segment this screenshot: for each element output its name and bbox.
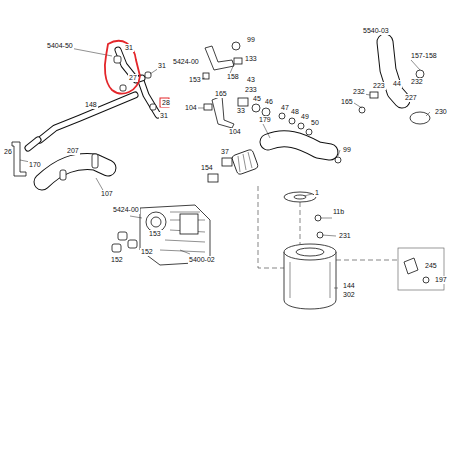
callout-number: 44	[392, 80, 402, 88]
gasket	[284, 192, 316, 202]
callout-number: 170	[28, 161, 42, 169]
part-number: 157-158	[410, 52, 438, 60]
callout-number: 148	[84, 101, 98, 109]
callout-number: 231	[338, 232, 352, 240]
callout-number: 179	[258, 116, 272, 124]
callout-number: 227	[404, 94, 418, 102]
callout-number: 153	[188, 76, 202, 84]
callout-number: 45	[252, 95, 262, 103]
callout-number: 33	[236, 107, 246, 115]
leader-lines	[20, 48, 430, 288]
callout-number: 133	[244, 55, 258, 63]
part-number: 5400-02	[188, 256, 216, 264]
bolt	[335, 157, 341, 163]
callout-number: 232	[410, 78, 424, 86]
callout-number: 207	[66, 147, 80, 155]
callout-number: 158	[226, 73, 240, 81]
callout-number: 107	[100, 190, 114, 198]
bolt	[232, 42, 240, 50]
callout-number: 28	[161, 99, 171, 107]
nut	[203, 73, 209, 79]
callout-number: 165	[214, 90, 228, 98]
bellows	[231, 149, 259, 175]
callout-number: 302	[342, 291, 356, 299]
callout-number: 165	[340, 98, 354, 106]
fitting	[128, 240, 137, 248]
tube	[140, 78, 158, 115]
callout-number: 37	[220, 148, 230, 156]
callout-number: 11b	[332, 208, 345, 216]
clamp	[370, 92, 378, 98]
hose	[268, 139, 330, 152]
assembly-line	[300, 202, 301, 244]
part-number: 5424-00	[172, 58, 200, 66]
bolt	[416, 70, 424, 78]
tube	[40, 95, 135, 140]
nut	[234, 58, 242, 64]
callout-number: 26	[3, 148, 13, 156]
assembly-line	[336, 260, 400, 261]
sensor-parts	[238, 98, 312, 135]
sensor	[404, 258, 418, 274]
callout-number: 144	[342, 282, 356, 290]
callout-number: 154	[200, 164, 214, 172]
callout-number: 48	[290, 108, 300, 116]
callout-number: 99	[246, 36, 256, 44]
screw	[423, 277, 429, 283]
callout-number: 223	[372, 82, 386, 90]
callout-number: 152	[140, 248, 154, 256]
callout-number: 1	[314, 189, 320, 197]
callout-number: 153	[148, 230, 162, 238]
tube	[28, 140, 38, 148]
bracket	[12, 142, 26, 176]
filter-housing	[284, 244, 336, 309]
hose	[268, 139, 330, 152]
callout-number: 99	[342, 146, 352, 154]
callout-number: 230	[434, 108, 448, 116]
hose	[385, 42, 402, 100]
callout-number: 245	[424, 262, 438, 270]
nut	[204, 104, 212, 110]
part-number: 5404-50	[46, 42, 74, 50]
callout-number: 104	[184, 104, 198, 112]
tube	[28, 140, 38, 148]
highlight-circle	[105, 41, 140, 94]
callout-number: 47	[280, 104, 290, 112]
tube	[140, 78, 158, 115]
callout-number: 31	[159, 112, 169, 120]
callout-number: 49	[300, 113, 310, 121]
bracket	[212, 96, 234, 128]
gasket	[294, 195, 306, 199]
fitting	[118, 232, 127, 240]
callout-number: 104	[228, 128, 242, 136]
clamps	[60, 56, 156, 180]
callout-number: 31	[157, 62, 167, 70]
callout-number: 152	[110, 256, 124, 264]
callout-number: 43	[246, 76, 256, 84]
callout-number: 50	[310, 119, 320, 127]
callout-number: 46	[264, 98, 274, 106]
part-number: 5540-03	[362, 27, 390, 35]
clip	[208, 174, 218, 182]
callout-number: 197	[434, 276, 448, 284]
callout-number: 233	[244, 86, 258, 94]
callout-number: 31	[124, 44, 134, 52]
callout-number: 27	[128, 74, 138, 82]
bracket	[205, 46, 234, 70]
assembly-line	[258, 186, 284, 268]
fitting	[112, 244, 121, 252]
tube	[40, 95, 135, 140]
grommet	[410, 112, 430, 124]
clip	[222, 158, 232, 166]
part-number: 5424-00	[112, 206, 140, 214]
callout-number: 232	[352, 88, 366, 96]
hose	[385, 42, 402, 100]
